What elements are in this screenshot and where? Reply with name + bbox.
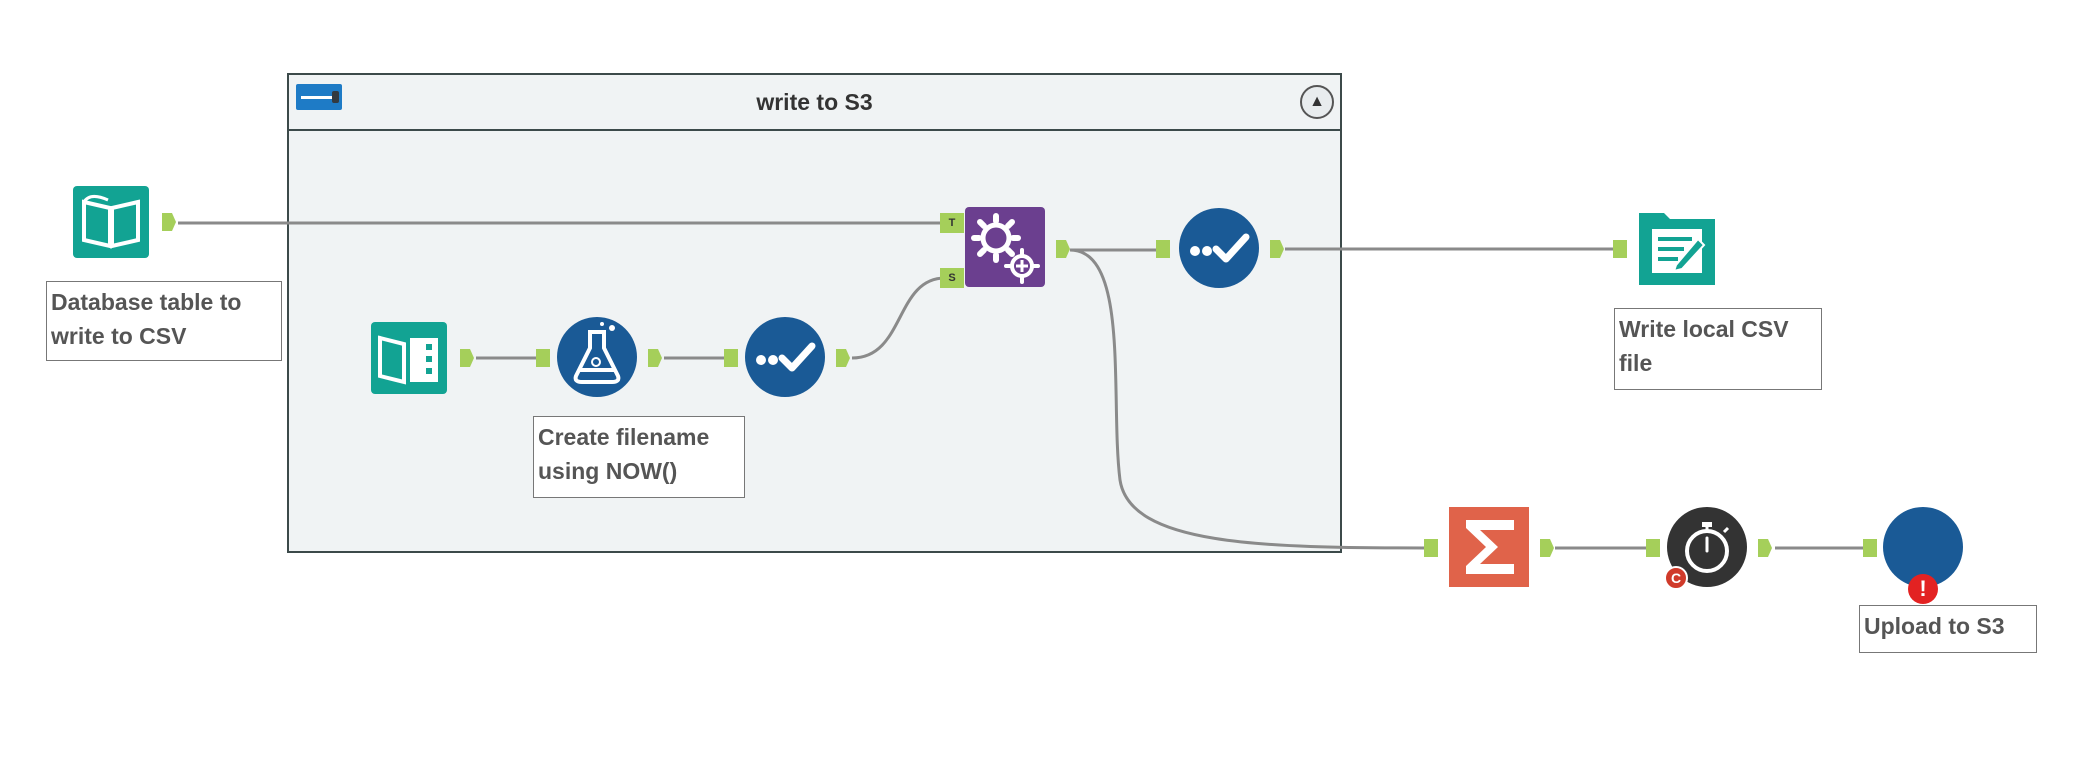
container-header[interactable]: write to S3 ▲	[289, 75, 1340, 131]
output-anchor[interactable]	[1540, 539, 1554, 557]
input-anchor[interactable]	[1156, 240, 1170, 258]
tool-container[interactable]: write to S3 ▲	[287, 73, 1342, 553]
container-title: write to S3	[756, 89, 873, 115]
select-check-icon[interactable]	[1178, 207, 1260, 289]
output-csv-icon[interactable]	[1636, 207, 1718, 289]
select-check-icon[interactable]	[744, 316, 826, 398]
input-anchor[interactable]	[1646, 539, 1660, 557]
annotation-db-table: Database table to write to CSV	[46, 281, 282, 361]
output-anchor[interactable]	[162, 213, 176, 231]
annotation-filename: Create filename using NOW()	[533, 416, 745, 498]
input-anchor[interactable]	[1613, 240, 1627, 258]
append-source-anchor[interactable]: S	[940, 268, 964, 288]
summarize-sigma-icon[interactable]	[1448, 506, 1530, 588]
output-anchor[interactable]	[460, 349, 474, 367]
input-book-icon[interactable]	[70, 180, 152, 262]
output-anchor[interactable]	[648, 349, 662, 367]
annotation-local-csv: Write local CSV file	[1614, 308, 1822, 390]
text-input-icon[interactable]	[368, 316, 450, 398]
cache-badge-icon: C	[1664, 566, 1688, 590]
container-toggle-icon[interactable]	[296, 84, 342, 110]
output-anchor[interactable]	[1270, 240, 1284, 258]
error-badge-icon: !	[1908, 574, 1938, 604]
output-anchor[interactable]	[836, 349, 850, 367]
macro-circle-icon[interactable]	[1882, 506, 1964, 588]
collapse-up-icon[interactable]: ▲	[1300, 85, 1334, 119]
input-anchor[interactable]	[536, 349, 550, 367]
append-fields-gear-icon[interactable]	[964, 206, 1046, 288]
annotation-upload: Upload to S3	[1859, 605, 2037, 653]
output-anchor[interactable]	[1056, 240, 1070, 258]
formula-flask-icon[interactable]	[556, 316, 638, 398]
block-until-done-stopwatch-icon[interactable]	[1666, 506, 1748, 588]
input-anchor[interactable]	[1863, 539, 1877, 557]
append-target-anchor[interactable]: T	[940, 213, 964, 233]
input-anchor[interactable]	[1424, 539, 1438, 557]
input-anchor[interactable]	[724, 349, 738, 367]
output-anchor[interactable]	[1758, 539, 1772, 557]
